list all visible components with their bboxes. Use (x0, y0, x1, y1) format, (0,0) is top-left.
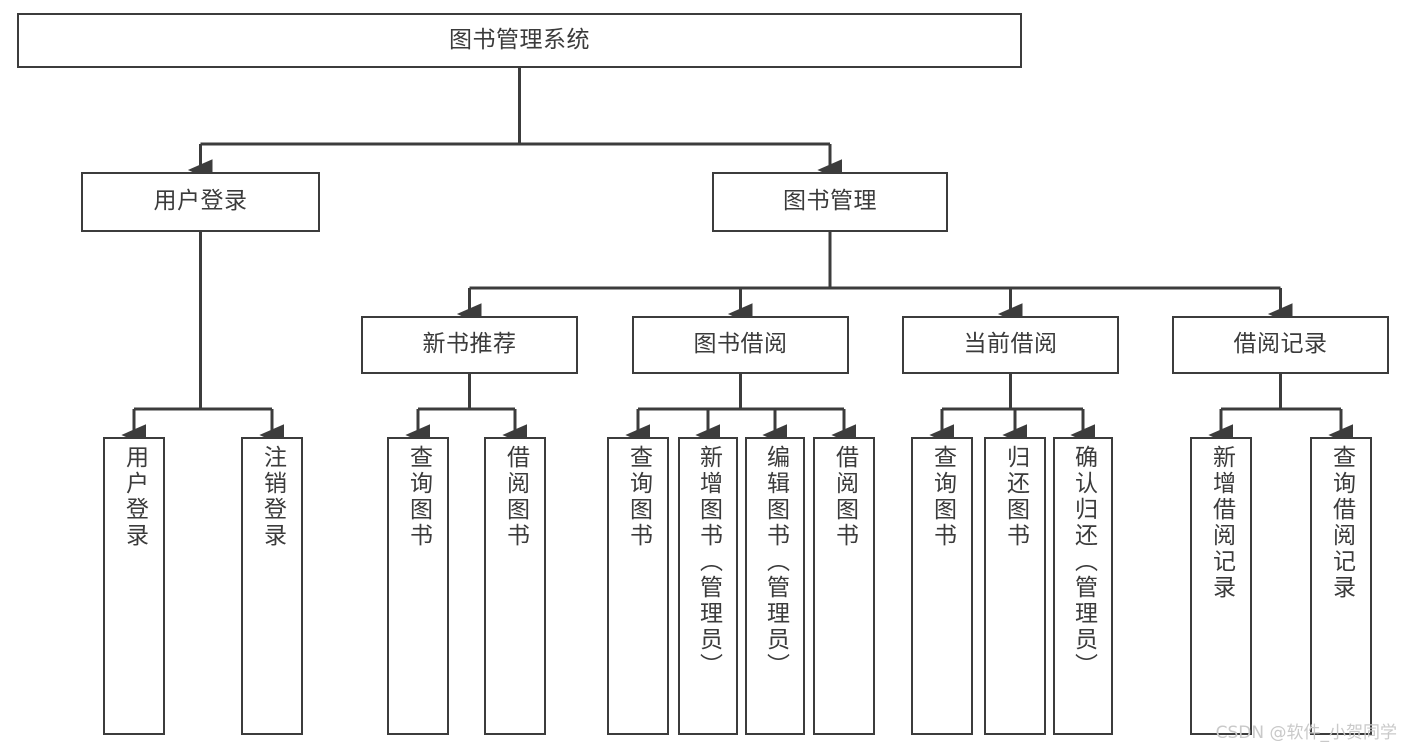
node-label: 注销登录 (259, 445, 286, 549)
node-label: 编辑图书（管理员） (762, 445, 789, 679)
node-leaf-user-logout[interactable]: 注销登录 (241, 437, 303, 735)
node-label: 借阅图书 (831, 445, 858, 549)
node-leaf-user-login[interactable]: 用户登录 (103, 437, 165, 735)
node-label: 图书管理系统 (449, 26, 590, 53)
node-leaf-add-book-admin[interactable]: 新增图书（管理员） (678, 437, 738, 735)
node-label: 新增借阅记录 (1208, 445, 1235, 601)
watermark-text: CSDN @软件_小贺同学 (1215, 723, 1397, 743)
node-current-borrowing[interactable]: 当前借阅 (902, 316, 1119, 374)
node-new-book-recommendation[interactable]: 新书推荐 (361, 316, 578, 374)
node-label: 查询借阅记录 (1328, 445, 1355, 601)
node-label: 用户登录 (153, 188, 248, 215)
node-label: 查询图书 (625, 445, 652, 549)
node-leaf-borrow-book-new[interactable]: 借阅图书 (484, 437, 546, 735)
node-leaf-query-borrow-record[interactable]: 查询借阅记录 (1310, 437, 1372, 735)
node-label: 归还图书 (1002, 445, 1029, 549)
node-leaf-add-borrow-record[interactable]: 新增借阅记录 (1190, 437, 1252, 735)
node-leaf-query-book-current[interactable]: 查询图书 (911, 437, 973, 735)
node-leaf-borrow-book[interactable]: 借阅图书 (813, 437, 875, 735)
node-root-system[interactable]: 图书管理系统 (17, 13, 1022, 68)
node-borrowing-records[interactable]: 借阅记录 (1172, 316, 1389, 374)
node-label: 用户登录 (121, 445, 148, 549)
node-label: 当前借阅 (963, 331, 1058, 358)
node-label: 新书推荐 (422, 331, 517, 358)
node-label: 图书借阅 (693, 331, 788, 358)
node-label: 借阅图书 (502, 445, 529, 549)
node-label: 图书管理 (783, 188, 877, 215)
node-book-management-module[interactable]: 图书管理 (712, 172, 948, 232)
node-label: 借阅记录 (1233, 331, 1328, 358)
node-book-borrowing[interactable]: 图书借阅 (632, 316, 849, 374)
node-leaf-query-book-borrow[interactable]: 查询图书 (607, 437, 669, 735)
node-label: 新增图书（管理员） (695, 445, 722, 679)
node-leaf-confirm-return-admin[interactable]: 确认归还（管理员） (1053, 437, 1113, 735)
node-user-login-module[interactable]: 用户登录 (81, 172, 320, 232)
node-leaf-return-book[interactable]: 归还图书 (984, 437, 1046, 735)
node-label: 查询图书 (405, 445, 432, 549)
node-label: 确认归还（管理员） (1070, 445, 1097, 679)
node-leaf-edit-book-admin[interactable]: 编辑图书（管理员） (745, 437, 805, 735)
node-leaf-query-book-new[interactable]: 查询图书 (387, 437, 449, 735)
node-label: 查询图书 (929, 445, 956, 549)
